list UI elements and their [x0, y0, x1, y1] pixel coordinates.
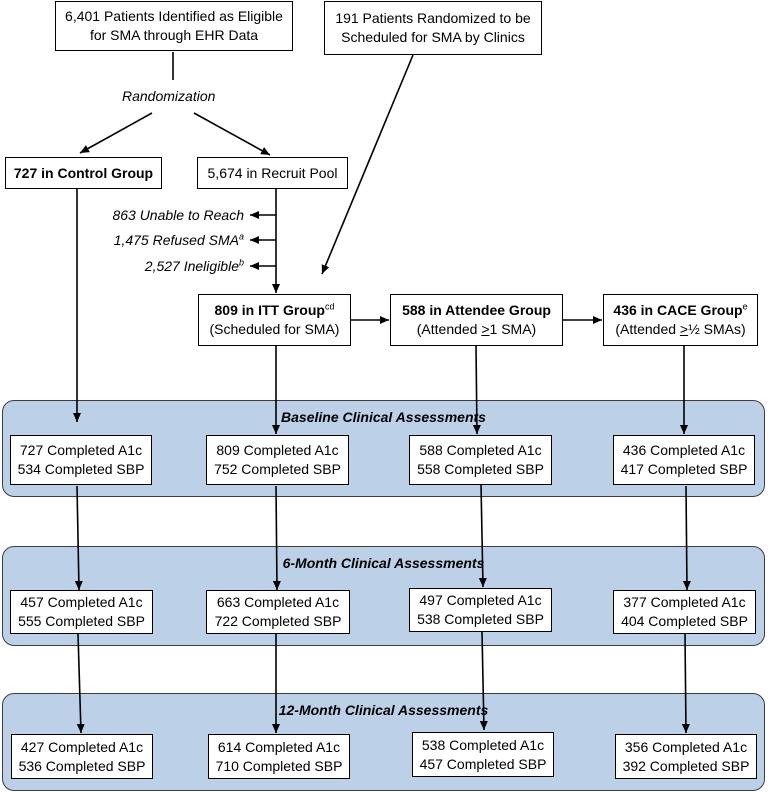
- cell-line: 377 Completed A1c: [623, 594, 746, 610]
- six-month-attendee-cell: 497 Completed A1c 538 Completed SBP: [409, 588, 552, 632]
- cell-line: 436 in CACE Groupe: [613, 301, 748, 318]
- cell-line: 809 Completed A1c: [216, 442, 339, 458]
- cell-line: 356 Completed A1c: [624, 738, 748, 755]
- six-month-itt-cell: 663 Completed A1c 722 Completed SBP: [206, 590, 350, 634]
- exclusion-unable-reach: 863 Unable to Reach: [112, 207, 244, 223]
- cell-line: 538 Completed A1c: [421, 736, 545, 753]
- cell-line: 191 Patients Randomized to be: [335, 10, 531, 26]
- cell-line: 558 Completed SBP: [417, 461, 544, 477]
- exclusion-ineligible: 2,527 Ineligibleb: [144, 257, 244, 274]
- twelve-month-itt-cell: 614 Completed A1c 710 Completed SBP: [208, 734, 350, 779]
- recruit-pool-box: 5,674 in Recruit Pool: [197, 157, 348, 189]
- itt-group-box: 809 in ITT Groupcd (Scheduled for SMA): [198, 294, 351, 346]
- cell-line: (Scheduled for SMA): [209, 321, 340, 337]
- cell-line: 663 Completed A1c: [216, 594, 340, 610]
- twelve-month-cace-cell: 356 Completed A1c 392 Completed SBP: [615, 734, 757, 779]
- cell-line: 497 Completed A1c: [419, 592, 542, 608]
- baseline-control-cell: 727 Completed A1c 534 Completed SBP: [10, 435, 152, 485]
- cell-line: (Attended >½ SMAs): [615, 321, 746, 337]
- baseline-attendee-cell: 588 Completed A1c 558 Completed SBP: [409, 435, 552, 485]
- arrow-to-recruit: [193, 112, 271, 156]
- cell-line: 710 Completed SBP: [215, 757, 343, 774]
- eligible-patients-box: 6,401 Patients Identified as Eligible fo…: [55, 1, 293, 51]
- randomization-label: Randomization: [122, 88, 216, 104]
- cell-line: 534 Completed SBP: [17, 461, 145, 477]
- control-group-box: 727 in Control Group: [5, 157, 162, 189]
- cell-line: 588 Completed A1c: [419, 442, 542, 458]
- six-month-cace-cell: 377 Completed A1c 404 Completed SBP: [613, 590, 756, 634]
- cell-line: 722 Completed SBP: [214, 613, 342, 629]
- cell-line: (Attended >1 SMA): [416, 321, 537, 337]
- attendee-group-box: 588 in Attendee Group (Attended >1 SMA): [390, 294, 563, 346]
- cell-line: 727 Completed A1c: [19, 442, 143, 458]
- cell-line: 538 Completed SBP: [417, 611, 544, 627]
- band-title: 6-Month Clinical Assessments: [282, 555, 485, 571]
- cell-line: 6,401 Patients Identified as Eligible: [65, 8, 283, 24]
- cell-line: 752 Completed SBP: [214, 461, 341, 477]
- cell-line: for SMA through EHR Data: [89, 27, 259, 43]
- cell-line: 614 Completed A1c: [217, 738, 341, 755]
- baseline-itt-cell: 809 Completed A1c 752 Completed SBP: [206, 435, 349, 485]
- cell-line: 5,674 in Recruit Pool: [207, 164, 338, 181]
- cell-line: 417 Completed SBP: [620, 461, 748, 477]
- band-title: Baseline Clinical Assessments: [281, 409, 486, 425]
- baseline-cace-cell: 436 Completed A1c 417 Completed SBP: [613, 435, 755, 485]
- twelve-month-control-cell: 427 Completed A1c 536 Completed SBP: [11, 734, 153, 779]
- cell-line: 392 Completed SBP: [622, 757, 750, 774]
- band-title: 12-Month Clinical Assessments: [278, 702, 489, 718]
- twelve-month-attendee-cell: 538 Completed A1c 457 Completed SBP: [412, 732, 554, 777]
- clinic-randomized-box: 191 Patients Randomized to be Scheduled …: [324, 1, 542, 55]
- cell-line: 436 Completed A1c: [622, 442, 746, 458]
- cell-line: 457 Completed SBP: [419, 755, 547, 772]
- cell-line: 588 in Attendee Group: [402, 302, 551, 318]
- cell-line: 427 Completed A1c: [20, 738, 144, 755]
- cace-group-box: 436 in CACE Groupe (Attended >½ SMAs): [603, 294, 758, 346]
- cell-line: 809 in ITT Groupcd: [214, 301, 335, 318]
- cell-line: 404 Completed SBP: [621, 613, 748, 629]
- cell-line: 727 in Control Group: [13, 164, 154, 181]
- cell-line: 457 Completed A1c: [20, 594, 143, 610]
- exclusion-refused: 1,475 Refused SMAa: [113, 231, 244, 248]
- cell-line: 555 Completed SBP: [18, 613, 145, 629]
- arrow-to-control: [79, 112, 153, 154]
- cell-line: 536 Completed SBP: [18, 757, 146, 774]
- cell-line: Scheduled for SMA by Clinics: [341, 29, 525, 45]
- six-month-control-cell: 457 Completed A1c 555 Completed SBP: [10, 590, 153, 634]
